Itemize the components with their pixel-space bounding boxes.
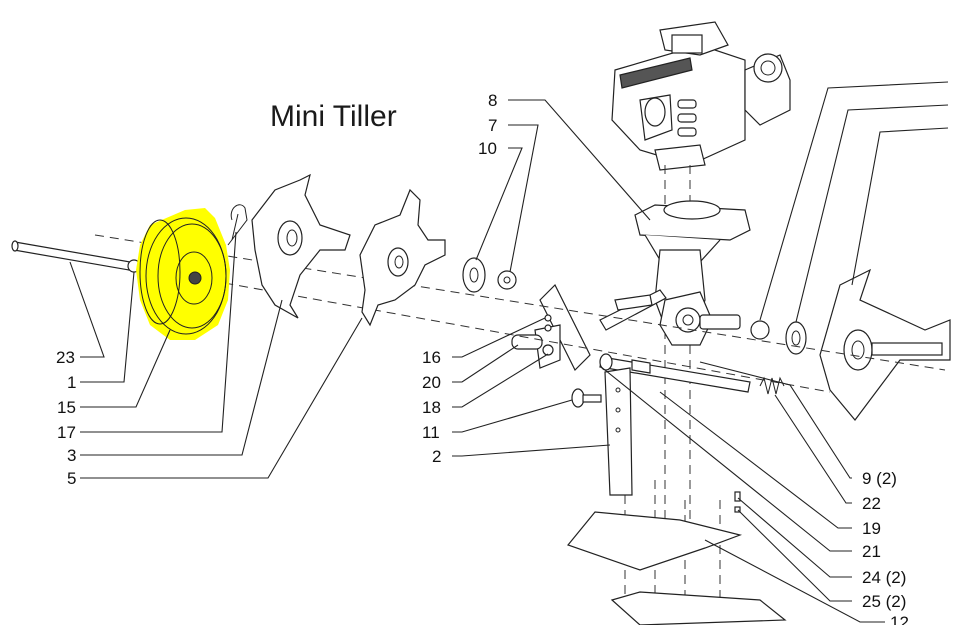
callout-5: 5 [67, 469, 76, 488]
callout-19: 19 [862, 519, 881, 538]
axle-centerline [94, 234, 946, 371]
callout-2: 2 [432, 447, 441, 466]
callout-21: 21 [862, 542, 881, 561]
callout-3: 3 [67, 446, 76, 465]
gearbox-part [599, 249, 741, 346]
pin-part [571, 388, 602, 408]
callout-8: 8 [488, 91, 497, 110]
callout-10: 10 [478, 139, 497, 158]
callout-1: 1 [67, 373, 76, 392]
nut-part [734, 506, 741, 513]
axle-shaft-part [599, 353, 751, 393]
leader-lines [69, 81, 949, 623]
callout-18: 18 [422, 398, 441, 417]
tine-b-part [359, 188, 446, 327]
callout-12: 12 [890, 613, 909, 625]
callout-15: 15 [57, 398, 76, 417]
cotter-pin-part [227, 204, 248, 246]
callout-20: 20 [422, 373, 441, 392]
callout-labels: 23 1 15 17 3 5 8 7 10 16 20 18 11 2 9 (2… [56, 91, 909, 625]
engine-part [611, 21, 791, 171]
callout-25: 25 (2) [862, 592, 906, 611]
callout-9: 9 (2) [862, 469, 897, 488]
depth-bar-part [604, 367, 633, 496]
hub-part [462, 257, 517, 293]
callout-23: 23 [56, 348, 75, 367]
callout-22: 22 [862, 494, 881, 513]
right-tine-part [750, 268, 951, 421]
bolt-part [734, 491, 741, 502]
tine-a-part [251, 173, 351, 319]
highlight-marker [136, 208, 230, 340]
shield-part [566, 511, 787, 625]
diagram-title: Mini Tiller [270, 100, 397, 133]
callout-17: 17 [57, 423, 76, 442]
callout-11: 11 [422, 423, 440, 442]
wheel-part-highlighted [136, 208, 230, 340]
callout-16: 16 [422, 348, 441, 367]
callout-7: 7 [488, 116, 497, 135]
callout-24: 24 (2) [862, 568, 906, 587]
